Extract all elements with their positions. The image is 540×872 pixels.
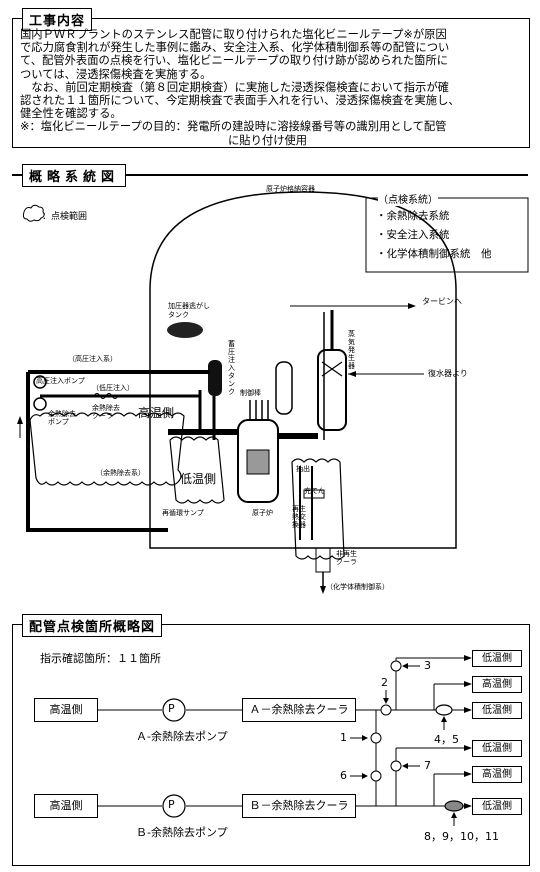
safety-injection-loop xyxy=(26,370,210,532)
overview-rule xyxy=(12,174,528,176)
marker-2-icon xyxy=(380,704,392,716)
mark-6: 6 xyxy=(340,769,347,782)
charging-label: 充てん xyxy=(304,487,325,495)
work-line: なお、前回定期検査（第８回定期検査）に実施した浸透探傷検査において指示が確 xyxy=(20,80,449,94)
hot-leg-label: 高温側 xyxy=(138,406,175,420)
high-pressure-label: （高圧注入系） xyxy=(68,355,117,363)
pump-b-icon xyxy=(162,794,186,818)
regen-hx-label: 再生熱交換器 xyxy=(292,505,306,529)
system-item: ・化学体積制御系統 他 xyxy=(376,248,492,260)
condenser-label: 復水器より xyxy=(428,369,468,378)
letdown-label: 抽出 xyxy=(296,465,310,473)
work-line: ついては、浸透探傷検査を実施する。 xyxy=(20,67,212,81)
work-line: て、配管外表面の点検を行い、塩化ビニールテープの取り付け跡が認められた箇所に xyxy=(20,54,449,68)
flow-arrow-icon xyxy=(17,416,23,424)
system-item: ・余熱除去系統 xyxy=(376,210,450,222)
work-content-box xyxy=(12,18,530,148)
inspection-range-cloud-2 xyxy=(169,436,225,504)
marker-45-icon xyxy=(435,704,453,716)
work-note: ※：塩化ビニールテープの目的：発電所の建設時に溶接線番号等の識別用として配管 xyxy=(20,120,447,134)
outlet-cold-3: 低温側 xyxy=(472,740,522,757)
marker-3-icon xyxy=(390,660,402,672)
accumulator-tank xyxy=(208,360,222,396)
pump-a-icon xyxy=(162,698,186,722)
cooler-a: Ａ－余熱除去クーラ xyxy=(242,698,356,722)
outlet-cold-2: 低温側 xyxy=(472,702,522,719)
outlet-cold-4: 低温側 xyxy=(472,798,522,815)
work-line: で応力腐食割れが発生した事例に鑑み、安全注入系、化学体積制御系等の配管につい xyxy=(20,41,450,55)
outlet-hot-2: 高温側 xyxy=(472,766,522,783)
marker-7-icon xyxy=(390,760,402,772)
rhr-cooler-icon xyxy=(93,393,119,399)
legend-label: ：点検範囲 xyxy=(42,212,88,222)
marker-6-icon xyxy=(370,770,382,782)
hp-pump-icon xyxy=(33,375,47,389)
rhr-cooler-label: 余熱除去クーラ xyxy=(92,404,120,420)
condenser-arrow-icon xyxy=(348,371,356,377)
cvcs-label: （化学体積制御系） xyxy=(326,583,389,591)
cloud-legend-icon xyxy=(22,204,45,222)
mark-4-5: 4，5 xyxy=(434,733,459,746)
cvcs-arrow-icon xyxy=(320,586,326,594)
work-line: 国内ＰＷＲプラントのステンレス配管に取り付けられた塩化ビニールテープ※が原因 xyxy=(20,28,447,41)
regen-hx-icon xyxy=(303,489,325,499)
sump-label: 再循環サンプ xyxy=(162,509,204,517)
system-item: ・安全注入系統 xyxy=(376,229,450,241)
hot-side-a: 高温側 xyxy=(34,698,98,722)
pressurizer-tank-label: 加圧器逃がしタンク xyxy=(168,302,210,319)
mark-8-11: 8，9，10，11 xyxy=(424,830,499,843)
pump-b-label: Ｂ-余熱除去ポンプ xyxy=(136,826,228,839)
reactor-label: 原子炉 xyxy=(252,509,273,517)
lp-label: （低圧注入） xyxy=(92,384,134,392)
systems-title: （点検系統） xyxy=(378,191,438,206)
indication-count: 指示確認箇所：１１箇所 xyxy=(40,652,161,665)
overview-title: 概略系統図 xyxy=(22,164,127,187)
non-regen-label: 非再生クーラ xyxy=(336,550,357,566)
systems-box xyxy=(365,197,529,273)
work-line: 健全性を確認する。 xyxy=(20,107,122,121)
control-rod-label: 制御棒 xyxy=(240,389,261,397)
systems-list: ・余熱除去系統 ・安全注入系統 ・化学体積制御系統 他 xyxy=(376,207,492,264)
piping-title: 配管点検箇所概略図 xyxy=(22,614,163,637)
pressurizer-relief-tank xyxy=(167,322,203,338)
pressurizer xyxy=(275,361,293,415)
containment-vessel xyxy=(149,191,457,549)
outlet-hot-1: 高温側 xyxy=(472,676,522,693)
inspection-range-cloud-1 xyxy=(29,412,185,486)
marker-811-icon xyxy=(444,800,464,812)
marker-1-icon xyxy=(370,732,382,744)
reactor-core xyxy=(246,449,270,475)
work-line: 認された１１箇所について、今定期検査で表面手入れを行い、浸透探傷検査を実施し、 xyxy=(20,94,460,108)
rhr-pump-icon xyxy=(33,397,47,411)
mark-2: 2 xyxy=(381,676,388,689)
pump-a-label: Ａ-余熱除去ポンプ xyxy=(136,730,228,743)
rhr-system-label: （余熱除去系） xyxy=(96,469,145,477)
reactor-vessel xyxy=(237,419,279,503)
hot-side-b: 高温側 xyxy=(34,794,98,818)
cold-leg-label: 低温側 xyxy=(180,472,217,486)
turbine-arrow-icon xyxy=(408,303,416,309)
containment-label: 原子炉格納容器 xyxy=(266,185,315,193)
work-note-cont: に貼り付け使用 xyxy=(228,133,308,147)
turbine-label: タービンへ xyxy=(422,297,462,306)
accumulator-label: 蓄圧注入タンク xyxy=(228,340,235,396)
rhr-pump-label: 余熱除去ポンプ xyxy=(48,410,76,426)
cooler-b: Ｂ－余熱除去クーラ xyxy=(242,794,356,818)
pump-b-symbol: P xyxy=(168,798,175,811)
pump-a-symbol: P xyxy=(168,702,175,715)
outlet-cold-1: 低温側 xyxy=(472,650,522,667)
inspection-range-cloud-3 xyxy=(291,458,345,560)
work-content-text: 国内ＰＷＲプラントのステンレス配管に取り付けられた塩化ビニールテープ※が原因 で… xyxy=(20,28,528,147)
sg-internals xyxy=(321,361,343,377)
hp-pump-label: 高圧注入ポンプ xyxy=(36,377,85,385)
work-content-title: 工事内容 xyxy=(22,8,93,31)
control-rods xyxy=(249,400,269,420)
piping-box xyxy=(12,624,530,866)
mark-7: 7 xyxy=(424,759,431,772)
mark-1: 1 xyxy=(340,731,347,744)
mark-3: 3 xyxy=(424,659,431,672)
steam-gen-label: 蒸気発生器 xyxy=(348,330,355,370)
